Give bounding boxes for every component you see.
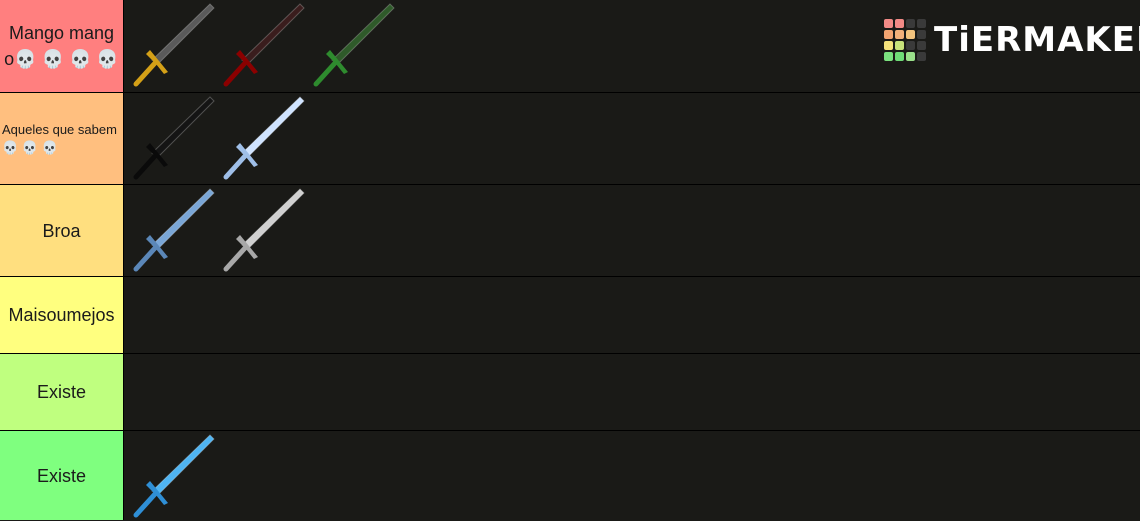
tier-item[interactable]: [128, 93, 216, 185]
logo-grid-cell: [917, 41, 926, 50]
logo-grid-cell: [884, 30, 893, 39]
tier-item[interactable]: [218, 0, 306, 92]
logo-grid-cell: [917, 30, 926, 39]
tier-item[interactable]: [218, 93, 306, 185]
logo-grid-cell: [917, 52, 926, 61]
silver-sword-icon: [223, 188, 305, 272]
tier-row: Existe: [0, 430, 1140, 520]
blue-steel-sword-icon: [133, 188, 215, 272]
tier-item[interactable]: [218, 185, 306, 277]
tier-item[interactable]: [308, 0, 396, 92]
tier-row: Existe: [0, 353, 1140, 430]
logo-grid-cell: [906, 19, 915, 28]
tier-item[interactable]: [128, 431, 216, 521]
logo-grid-cell: [895, 41, 904, 50]
logo-grid-cell: [906, 30, 915, 39]
tier-row: Aqueles que sabem💀 💀 💀: [0, 92, 1140, 184]
tier-item[interactable]: [128, 0, 216, 92]
logo-grid-cell: [895, 52, 904, 61]
logo-text: TiERMAKER: [934, 20, 1140, 60]
tier-item[interactable]: [128, 185, 216, 277]
tier-items[interactable]: [124, 185, 1140, 276]
dark-red-sword-icon: [223, 3, 305, 87]
logo-grid-cell: [906, 52, 915, 61]
ice-sword-icon: [223, 96, 305, 180]
logo-grid-cell: [906, 41, 915, 50]
tier-items[interactable]: [124, 354, 1140, 430]
tier-label[interactable]: Aqueles que sabem💀 💀 💀: [0, 93, 124, 184]
logo-grid-cell: [895, 19, 904, 28]
tier-items[interactable]: [124, 277, 1140, 353]
logo-grid-cell: [884, 19, 893, 28]
logo-grid-cell: [917, 19, 926, 28]
tier-items[interactable]: [124, 0, 1140, 92]
tier-label[interactable]: Existe: [0, 354, 124, 430]
black-sword-icon: [133, 96, 215, 180]
tier-label[interactable]: Broa: [0, 185, 124, 276]
green-sword-icon: [313, 3, 395, 87]
logo-grid-cell: [884, 41, 893, 50]
logo-grid-icon: [884, 19, 926, 61]
tiermaker-logo: TiERMAKER: [884, 18, 1140, 62]
tier-label[interactable]: Maisoumejos: [0, 277, 124, 353]
tier-items[interactable]: [124, 431, 1140, 520]
tier-label[interactable]: Mango mango💀 💀 💀 💀: [0, 0, 124, 92]
tier-row: Maisoumejos: [0, 276, 1140, 353]
tier-items[interactable]: [124, 93, 1140, 184]
dark-steel-sword-icon: [133, 3, 215, 87]
logo-grid-cell: [884, 52, 893, 61]
tier-label[interactable]: Existe: [0, 431, 124, 520]
sky-blue-sword-icon: [133, 434, 215, 518]
tier-row: Mango mango💀 💀 💀 💀: [0, 0, 1140, 92]
logo-grid-cell: [895, 30, 904, 39]
tier-row: Broa: [0, 184, 1140, 276]
